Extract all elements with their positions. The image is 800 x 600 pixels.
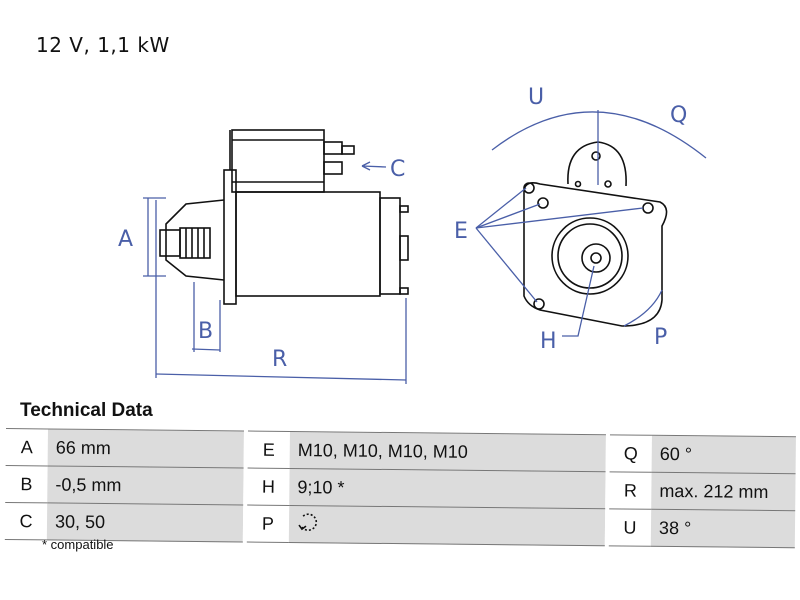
- row-key: H: [247, 468, 290, 506]
- technical-data-table: A 66 mm E M10, M10, M10, M10 Q 60 ° B -0…: [4, 428, 796, 548]
- row-value: 9;10 *: [289, 468, 606, 509]
- spec-title: 12 V, 1,1 kW: [36, 33, 170, 57]
- row-key: A: [5, 428, 48, 466]
- footnote: * compatible: [42, 537, 114, 552]
- row-key: Q: [609, 434, 652, 473]
- label-b: B: [198, 319, 213, 344]
- row-value: max. 212 mm: [651, 472, 796, 511]
- technical-drawing: A B C R E H P Q U: [118, 85, 707, 384]
- counterclockwise-rotation-icon: [297, 511, 319, 538]
- side-view: [159, 129, 409, 305]
- label-h: H: [540, 329, 557, 354]
- label-p: P: [654, 325, 667, 350]
- row-key: U: [608, 508, 652, 547]
- row-value: 66 mm: [47, 428, 244, 468]
- row-key: P: [246, 505, 290, 543]
- label-q: Q: [670, 103, 687, 128]
- front-view-dimensions: [475, 110, 707, 337]
- row-value: 60 °: [651, 435, 796, 474]
- row-key: C: [4, 502, 48, 540]
- row-value: 38 °: [650, 509, 796, 548]
- row-value: M10, M10, M10, M10: [289, 431, 606, 472]
- label-r: R: [272, 347, 287, 372]
- dimension-lines: [143, 161, 407, 384]
- label-c: C: [390, 157, 405, 182]
- label-u: U: [528, 85, 544, 110]
- row-key: E: [247, 431, 290, 469]
- row-value-rotation: [288, 505, 606, 546]
- section-title: Technical Data: [20, 400, 153, 421]
- row-key: R: [609, 471, 652, 510]
- front-view: [523, 141, 668, 327]
- label-a: A: [118, 227, 133, 252]
- table-row: C 30, 50 P U 38 °: [4, 502, 796, 548]
- label-e: E: [454, 219, 468, 244]
- row-key: B: [5, 465, 48, 503]
- row-value: -0,5 mm: [47, 465, 244, 505]
